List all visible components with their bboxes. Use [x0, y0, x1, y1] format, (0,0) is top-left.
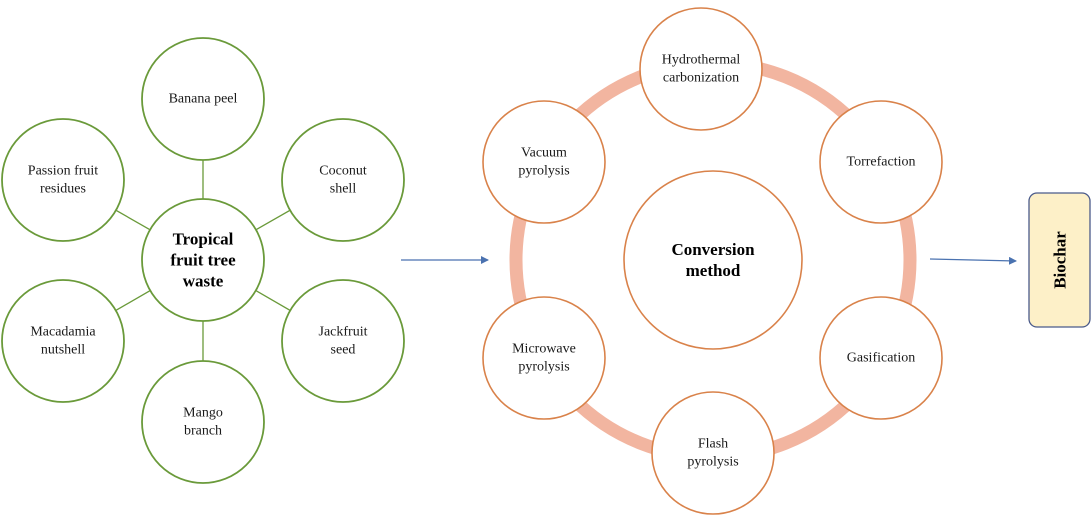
passion-fruit-residues-circle	[1, 118, 125, 242]
microwave-pyrolysis-label-line-2: pyrolysis	[518, 360, 569, 375]
jackfruit-seed-label-line-2: seed	[331, 343, 356, 358]
macadamia-nutshell-label-line-1: Macadamia	[30, 325, 96, 340]
method-node-gasification: Gasification	[819, 296, 943, 420]
torrefaction-label-line-1: Torrefaction	[847, 155, 916, 170]
conversion-hub-node: Conversion method	[623, 170, 803, 350]
biochar-label: Biochar	[1051, 231, 1070, 289]
method-node-hydrothermal-carbonization: Hydrothermal carbonization	[639, 7, 763, 131]
arrow-conversion-to-biochar	[929, 256, 1017, 265]
macadamia-nutshell-circle	[1, 279, 125, 403]
flash-pyrolysis-label-line-2: pyrolysis	[687, 455, 738, 470]
waste-node-macadamia-nutshell: Macadamia nutshell	[1, 279, 125, 403]
waste-hub-label-line-3: waste	[183, 272, 224, 291]
passion-fruit-residues-label-line-1: Passion fruit	[28, 164, 99, 179]
jackfruit-seed-label-line-1: Jackfruit	[319, 325, 368, 340]
method-node-microwave-pyrolysis: Microwave pyrolysis	[482, 296, 606, 420]
conversion-hub-label-line-1: Conversion	[671, 240, 755, 259]
flash-pyrolysis-circle	[651, 391, 775, 515]
jackfruit-seed-circle	[281, 279, 405, 403]
mango-branch-circle	[141, 360, 265, 484]
vacuum-pyrolysis-label-line-1: Vacuum	[521, 146, 567, 161]
hydrothermal-carbonization-circle	[639, 7, 763, 131]
method-node-torrefaction: Torrefaction	[819, 100, 943, 224]
conversion-hub-label-line-2: method	[686, 261, 741, 280]
coconut-shell-label-line-2: shell	[330, 182, 357, 197]
flow-arrows	[401, 256, 1017, 265]
gasification-label-line-1: Gasification	[847, 351, 915, 366]
microwave-pyrolysis-label-line-1: Microwave	[512, 342, 576, 357]
diagram-nodes: Tropical fruit tree waste Banana peelCoconu…	[1, 7, 1091, 515]
waste-node-coconut-shell: Coconut shell	[281, 118, 405, 242]
biochar-box: Biochar	[1028, 192, 1091, 328]
biochar-box-rect	[1028, 192, 1091, 328]
vacuum-pyrolysis-circle	[482, 100, 606, 224]
banana-peel-label-line-1: Banana peel	[169, 92, 238, 107]
waste-hub-label-line-1: Tropical	[173, 230, 234, 249]
waste-hub-label-line-2: fruit tree	[170, 251, 236, 270]
microwave-pyrolysis-circle	[482, 296, 606, 420]
gasification-circle	[819, 296, 943, 420]
method-node-flash-pyrolysis: Flash pyrolysis	[651, 391, 775, 515]
waste-hub-node: Tropical fruit tree waste	[141, 198, 265, 322]
vacuum-pyrolysis-label-line-2: pyrolysis	[518, 164, 569, 179]
mango-branch-label-line-2: branch	[184, 424, 222, 439]
passion-fruit-residues-label-line-2: residues	[40, 182, 86, 197]
waste-hub-circle	[141, 198, 265, 322]
conversion-hub-circle	[623, 170, 803, 350]
waste-node-passion-fruit-residues: Passion fruit residues	[1, 118, 125, 242]
hydrothermal-carbonization-label-line-2: carbonization	[663, 71, 739, 86]
banana-peel-circle	[141, 37, 265, 161]
coconut-shell-circle	[281, 118, 405, 242]
waste-node-banana-peel: Banana peel	[141, 37, 265, 161]
mango-branch-label-line-1: Mango	[183, 406, 223, 421]
waste-node-mango-branch: Mango branch	[141, 360, 265, 484]
flash-pyrolysis-label-line-1: Flash	[698, 437, 728, 452]
hydrothermal-carbonization-label-line-1: Hydrothermal	[662, 53, 741, 68]
coconut-shell-label-line-1: Coconut	[319, 164, 367, 179]
macadamia-nutshell-label-line-2: nutshell	[41, 343, 85, 358]
torrefaction-circle	[819, 100, 943, 224]
waste-node-jackfruit-seed: Jackfruit seed	[281, 279, 405, 403]
method-node-vacuum-pyrolysis: Vacuum pyrolysis	[482, 100, 606, 224]
